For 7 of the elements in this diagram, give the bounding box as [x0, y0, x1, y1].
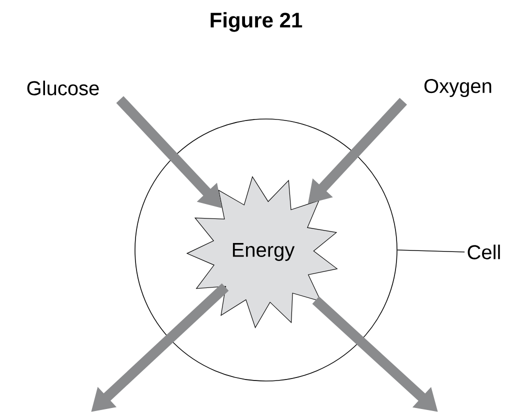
energy-burst: Energy — [186, 176, 338, 328]
cell-circle — [134, 118, 398, 382]
input-label: Oxygen — [424, 78, 492, 98]
figure-title: Figure 21 — [210, 12, 302, 32]
input-label: Glucose — [27, 80, 99, 96]
leader-line — [397, 250, 465, 252]
cell-label: Cell — [468, 244, 500, 260]
